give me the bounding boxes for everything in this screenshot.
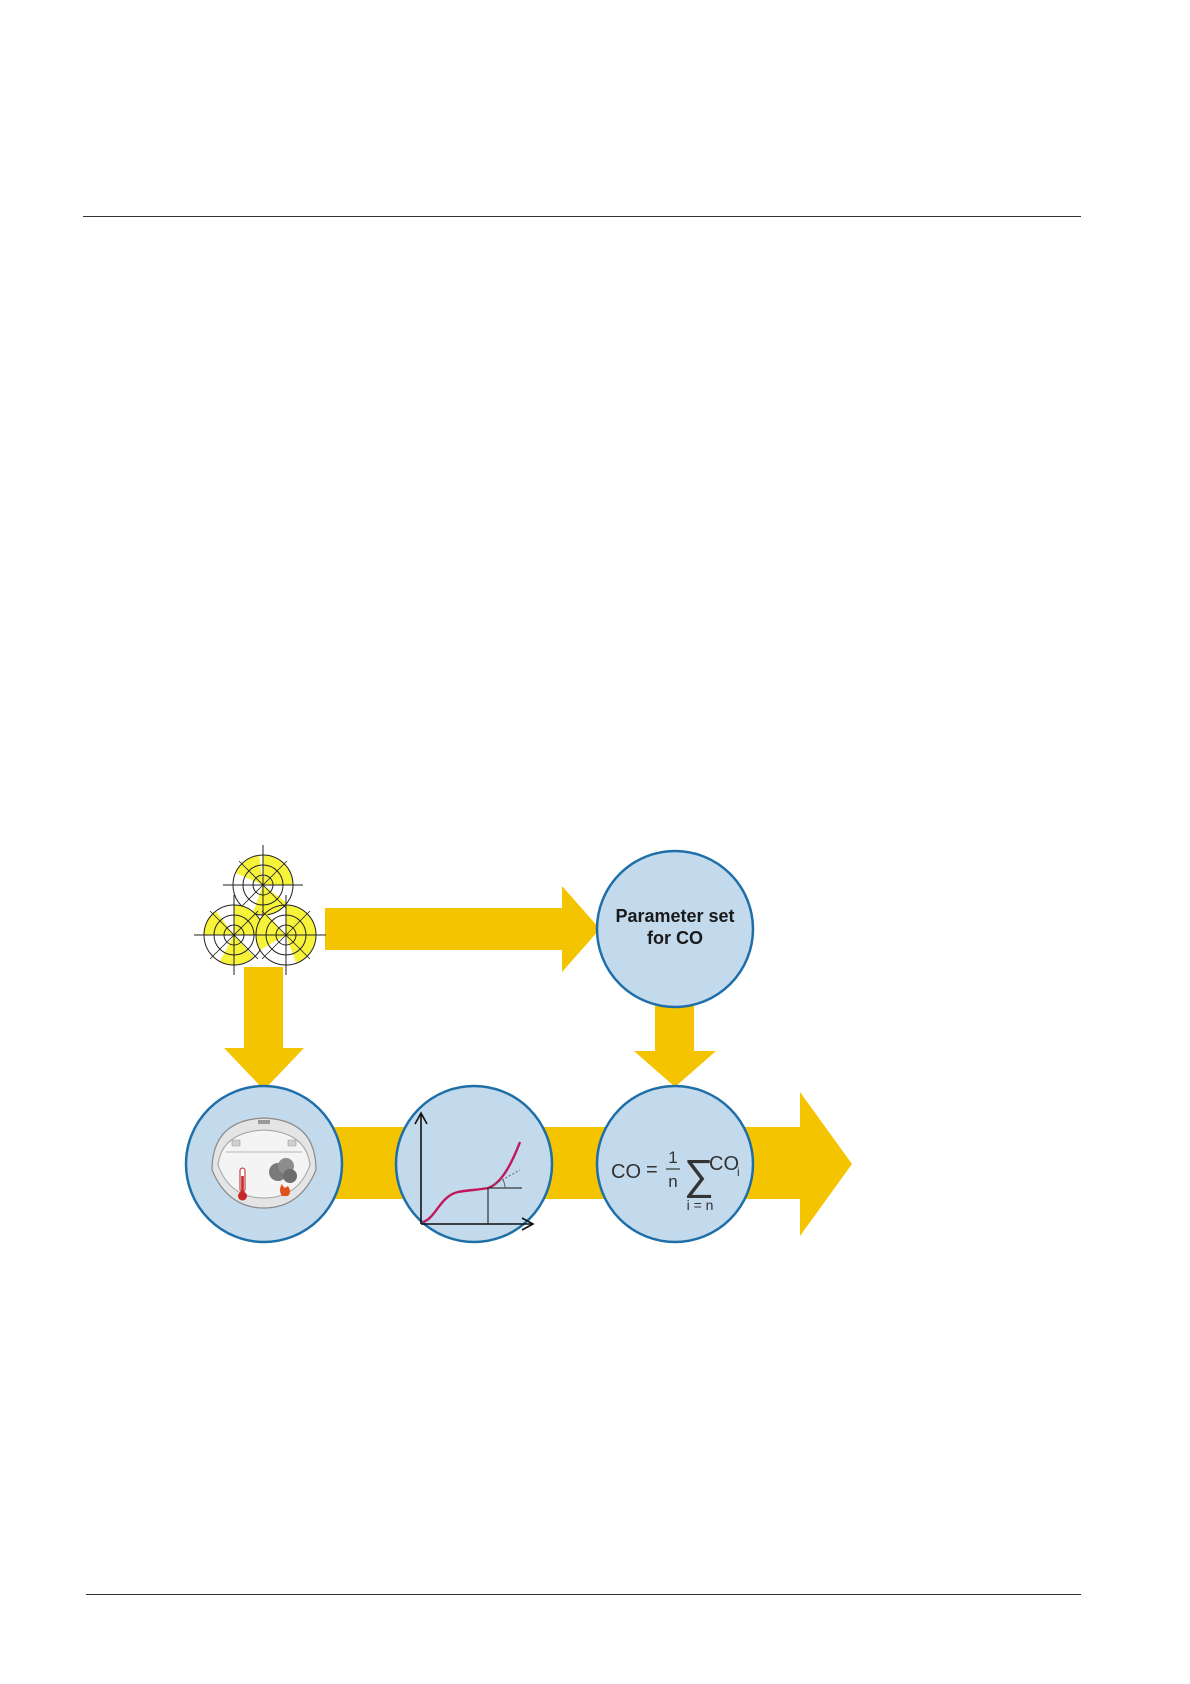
- smoke-detector-icon: [212, 1118, 316, 1208]
- curve-circle: [396, 1086, 552, 1242]
- output-arrow: [300, 1092, 852, 1236]
- polar-diagrams-icon: [194, 845, 326, 975]
- parameter-set-label-line2: for CO: [647, 928, 703, 948]
- formula-lhs: CO: [611, 1161, 641, 1183]
- formula-node: CO = 1 n ∑ CO i i = n: [597, 1086, 753, 1242]
- formula-term-subscript: i: [737, 1165, 740, 1179]
- arrow-to-parameter-set: [325, 886, 600, 972]
- formula-numerator: 1: [668, 1148, 677, 1167]
- formula-sum-index: i = n: [687, 1197, 714, 1213]
- footer-rule: [86, 1594, 1081, 1595]
- arrow-to-detector: [224, 967, 304, 1090]
- parameter-set-node: Parameter set for CO: [597, 851, 753, 1007]
- curve-node: [396, 1086, 552, 1242]
- formula-equals: =: [646, 1159, 658, 1181]
- formula-denominator: n: [668, 1172, 677, 1191]
- arrow-to-formula: [634, 1004, 716, 1087]
- formula-term: CO: [709, 1153, 739, 1175]
- parameter-set-label-line1: Parameter set: [615, 906, 734, 926]
- detector-node: [186, 1086, 342, 1242]
